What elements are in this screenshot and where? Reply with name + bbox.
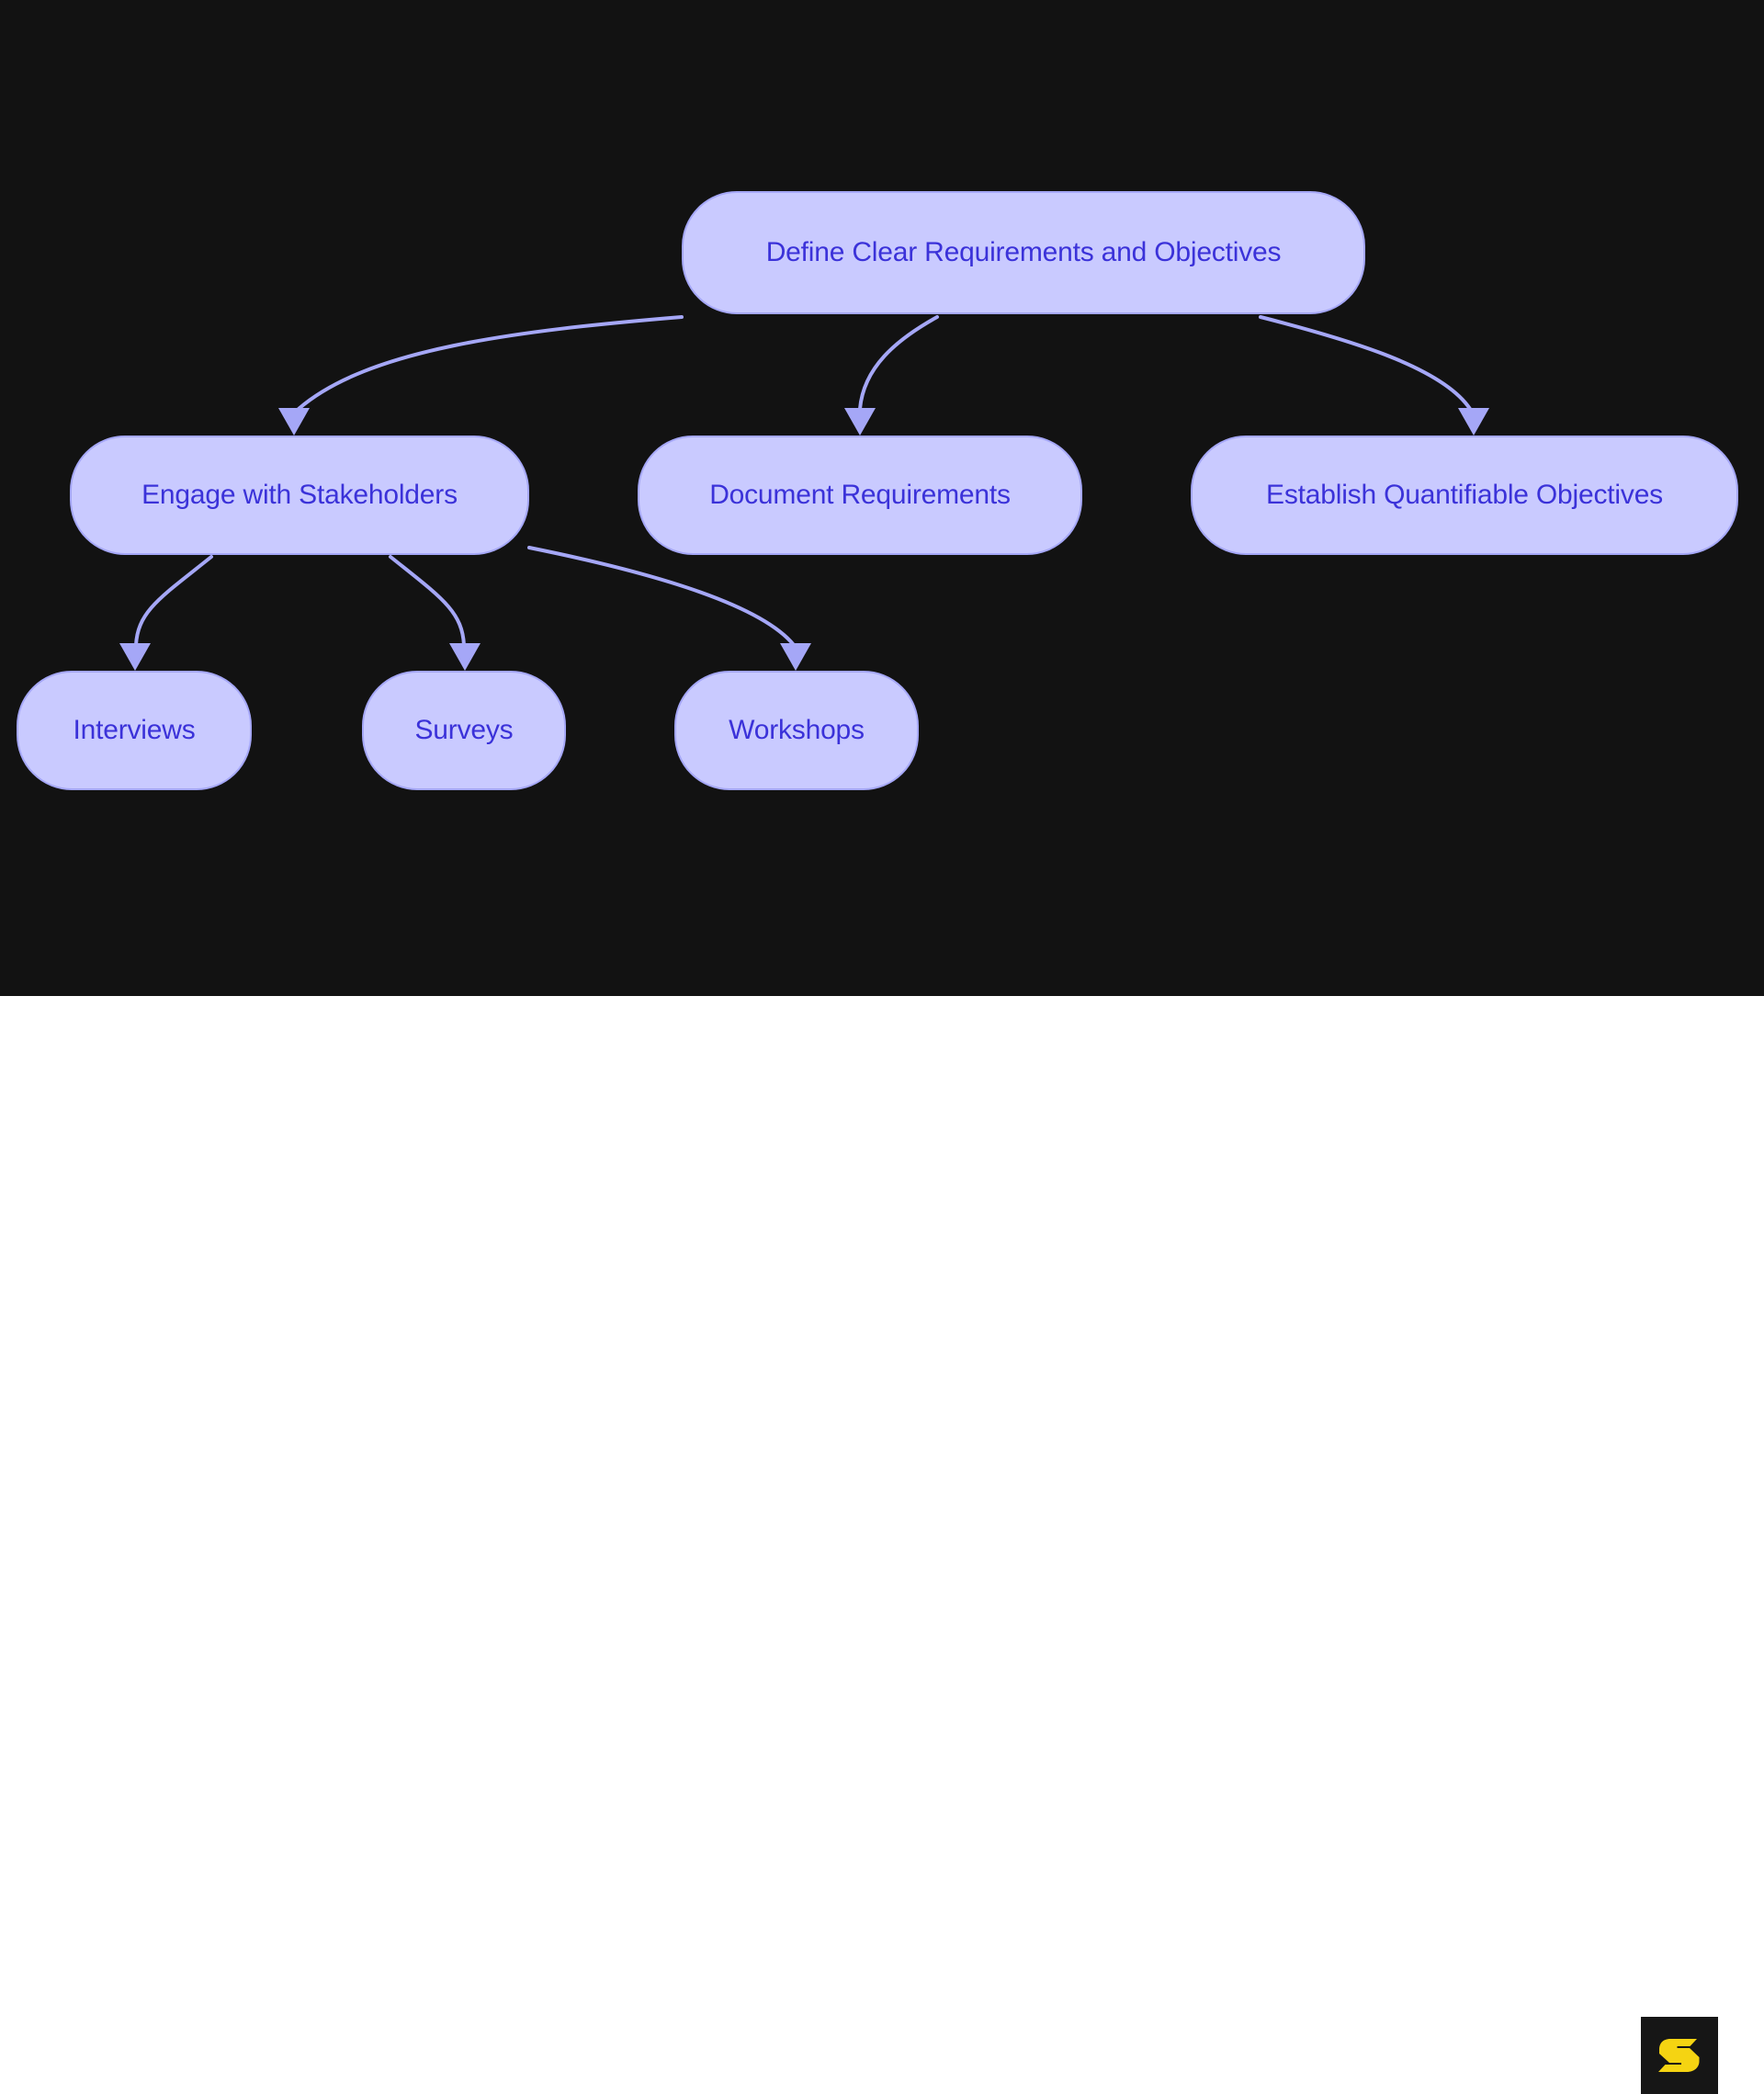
node-label-objectives: Establish Quantifiable Objectives bbox=[1266, 480, 1663, 510]
edge-stakeholders-to-workshops bbox=[527, 546, 796, 647]
edge-stakeholders-to-interviews bbox=[134, 555, 213, 647]
node-label-root: Define Clear Requirements and Objectives bbox=[765, 237, 1282, 267]
edge-root-to-stakeholders bbox=[297, 315, 684, 411]
logo-glyph bbox=[1658, 2039, 1700, 2072]
node-label-interviews: Interviews bbox=[73, 715, 196, 745]
brand-logo-s-icon[interactable] bbox=[1641, 2017, 1718, 2094]
footer-bar bbox=[0, 996, 1764, 2094]
node-root[interactable]: Define Clear Requirements and Objectives bbox=[682, 191, 1365, 314]
node-label-stakeholders: Engage with Stakeholders bbox=[141, 480, 458, 510]
edge-root-to-document bbox=[858, 315, 939, 411]
edge-stakeholders-to-surveys bbox=[389, 555, 466, 647]
node-workshops[interactable]: Workshops bbox=[674, 671, 919, 790]
node-label-workshops: Workshops bbox=[729, 715, 865, 745]
arrowhead-stakeholders-to-interviews bbox=[119, 643, 151, 671]
node-stakeholders[interactable]: Engage with Stakeholders bbox=[70, 436, 529, 555]
node-label-surveys: Surveys bbox=[414, 715, 514, 745]
node-label-document: Document Requirements bbox=[709, 480, 1011, 510]
node-document[interactable]: Document Requirements bbox=[638, 436, 1082, 555]
arrowhead-root-to-document bbox=[844, 408, 876, 436]
arrowhead-root-to-stakeholders bbox=[278, 408, 310, 436]
arrowhead-stakeholders-to-workshops bbox=[780, 643, 811, 671]
edge-root-to-objectives bbox=[1259, 315, 1472, 411]
node-objectives[interactable]: Establish Quantifiable Objectives bbox=[1191, 436, 1738, 555]
node-surveys[interactable]: Surveys bbox=[362, 671, 566, 790]
arrowhead-root-to-objectives bbox=[1458, 408, 1489, 436]
arrowhead-stakeholders-to-surveys bbox=[449, 643, 481, 671]
diagram-canvas: Define Clear Requirements and Objectives… bbox=[0, 0, 1764, 996]
node-interviews[interactable]: Interviews bbox=[17, 671, 252, 790]
